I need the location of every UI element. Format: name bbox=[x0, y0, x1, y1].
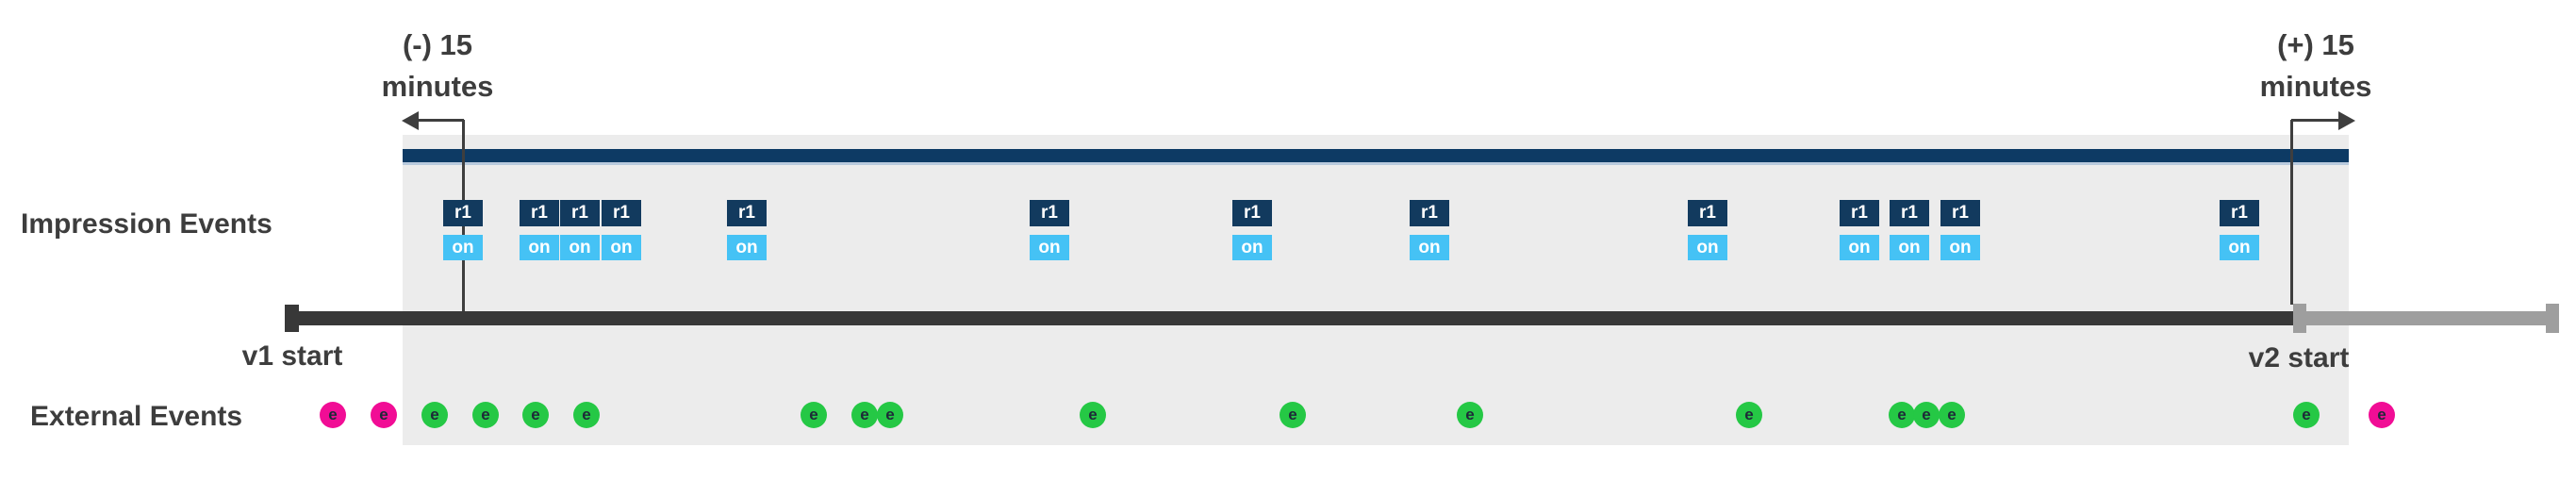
external-event-green: e bbox=[421, 402, 448, 428]
external-event-green: e bbox=[573, 402, 600, 428]
impression-event: r1 on bbox=[1410, 200, 1449, 260]
v2-start-label: v2 start bbox=[2248, 342, 2350, 373]
impression-r1-box: r1 bbox=[2220, 200, 2259, 226]
external-event-green: e bbox=[472, 402, 499, 428]
impression-event: r1 on bbox=[1232, 200, 1272, 260]
impression-event: r1 on bbox=[602, 200, 641, 260]
impression-on-box: on bbox=[602, 235, 641, 260]
external-event-green: e bbox=[1280, 402, 1306, 428]
impression-r1-box: r1 bbox=[1232, 200, 1272, 226]
plus-15-minutes-annotation: (+) 15 minutes bbox=[2203, 25, 2429, 108]
external-event-green: e bbox=[2293, 402, 2320, 428]
impression-event: r1 on bbox=[1030, 200, 1069, 260]
external-event-green: e bbox=[522, 402, 549, 428]
impression-r1-box: r1 bbox=[1410, 200, 1449, 226]
impression-event: r1 on bbox=[1840, 200, 1879, 260]
timeline-v2-segment bbox=[2293, 311, 2552, 325]
right-arrowhead-icon bbox=[2338, 111, 2355, 130]
campaign-bar bbox=[403, 149, 2349, 165]
plus-15-reference-line bbox=[2290, 120, 2293, 305]
impression-on-box: on bbox=[1030, 235, 1069, 260]
impression-events-label: Impression Events bbox=[21, 208, 272, 240]
impression-on-box: on bbox=[1890, 235, 1929, 260]
impression-event: r1 on bbox=[560, 200, 600, 260]
v1-start-marker bbox=[285, 305, 299, 332]
minus-15-minutes-annotation: (-) 15 minutes bbox=[324, 25, 551, 108]
impression-event: r1 on bbox=[727, 200, 767, 260]
impression-on-box: on bbox=[443, 235, 483, 260]
impression-r1-box: r1 bbox=[1688, 200, 1727, 226]
external-event-green: e bbox=[1939, 402, 1965, 428]
external-event-green: e bbox=[877, 402, 903, 428]
impression-on-box: on bbox=[1410, 235, 1449, 260]
external-event-green: e bbox=[1080, 402, 1106, 428]
minus-15-arrow-line bbox=[417, 119, 464, 122]
external-event-green: e bbox=[1889, 402, 1915, 428]
external-event-pink: e bbox=[320, 402, 346, 428]
impression-on-box: on bbox=[727, 235, 767, 260]
external-event-pink: e bbox=[371, 402, 397, 428]
plus-15-line1: (+) 15 bbox=[2277, 28, 2354, 61]
external-event-green: e bbox=[851, 402, 878, 428]
impression-on-box: on bbox=[1688, 235, 1727, 260]
minus-15-line2: minutes bbox=[381, 70, 494, 103]
external-event-green: e bbox=[1457, 402, 1483, 428]
impression-r1-box: r1 bbox=[1890, 200, 1929, 226]
impression-event: r1 on bbox=[520, 200, 559, 260]
left-arrowhead-icon bbox=[402, 111, 419, 130]
external-event-green: e bbox=[1736, 402, 1762, 428]
impression-on-box: on bbox=[2220, 235, 2259, 260]
impression-event: r1 on bbox=[2220, 200, 2259, 260]
impression-event: r1 on bbox=[1940, 200, 1980, 260]
impression-r1-box: r1 bbox=[443, 200, 483, 226]
impression-r1-box: r1 bbox=[560, 200, 600, 226]
timeline-end-marker bbox=[2546, 304, 2559, 333]
impression-on-box: on bbox=[520, 235, 559, 260]
impression-event: r1 on bbox=[1688, 200, 1727, 260]
impression-event: r1 on bbox=[443, 200, 483, 260]
impression-r1-box: r1 bbox=[602, 200, 641, 226]
impression-r1-box: r1 bbox=[1940, 200, 1980, 226]
external-event-green: e bbox=[801, 402, 827, 428]
experiment-window-region bbox=[403, 135, 2349, 445]
timeline-v1-segment bbox=[285, 311, 2293, 325]
impression-on-box: on bbox=[1940, 235, 1980, 260]
minus-15-line1: (-) 15 bbox=[402, 28, 473, 61]
v2-start-marker bbox=[2293, 304, 2306, 333]
impression-r1-box: r1 bbox=[520, 200, 559, 226]
external-event-green: e bbox=[1913, 402, 1940, 428]
v1-start-label: v1 start bbox=[241, 340, 343, 372]
impression-on-box: on bbox=[1840, 235, 1879, 260]
impression-r1-box: r1 bbox=[1030, 200, 1069, 226]
plus-15-arrow-line bbox=[2291, 119, 2340, 122]
impression-on-box: on bbox=[560, 235, 600, 260]
impression-r1-box: r1 bbox=[1840, 200, 1879, 226]
impression-r1-box: r1 bbox=[727, 200, 767, 226]
plus-15-line2: minutes bbox=[2259, 70, 2372, 103]
impression-event: r1 on bbox=[1890, 200, 1929, 260]
external-event-pink: e bbox=[2369, 402, 2395, 428]
external-events-label: External Events bbox=[30, 401, 243, 432]
impression-on-box: on bbox=[1232, 235, 1272, 260]
